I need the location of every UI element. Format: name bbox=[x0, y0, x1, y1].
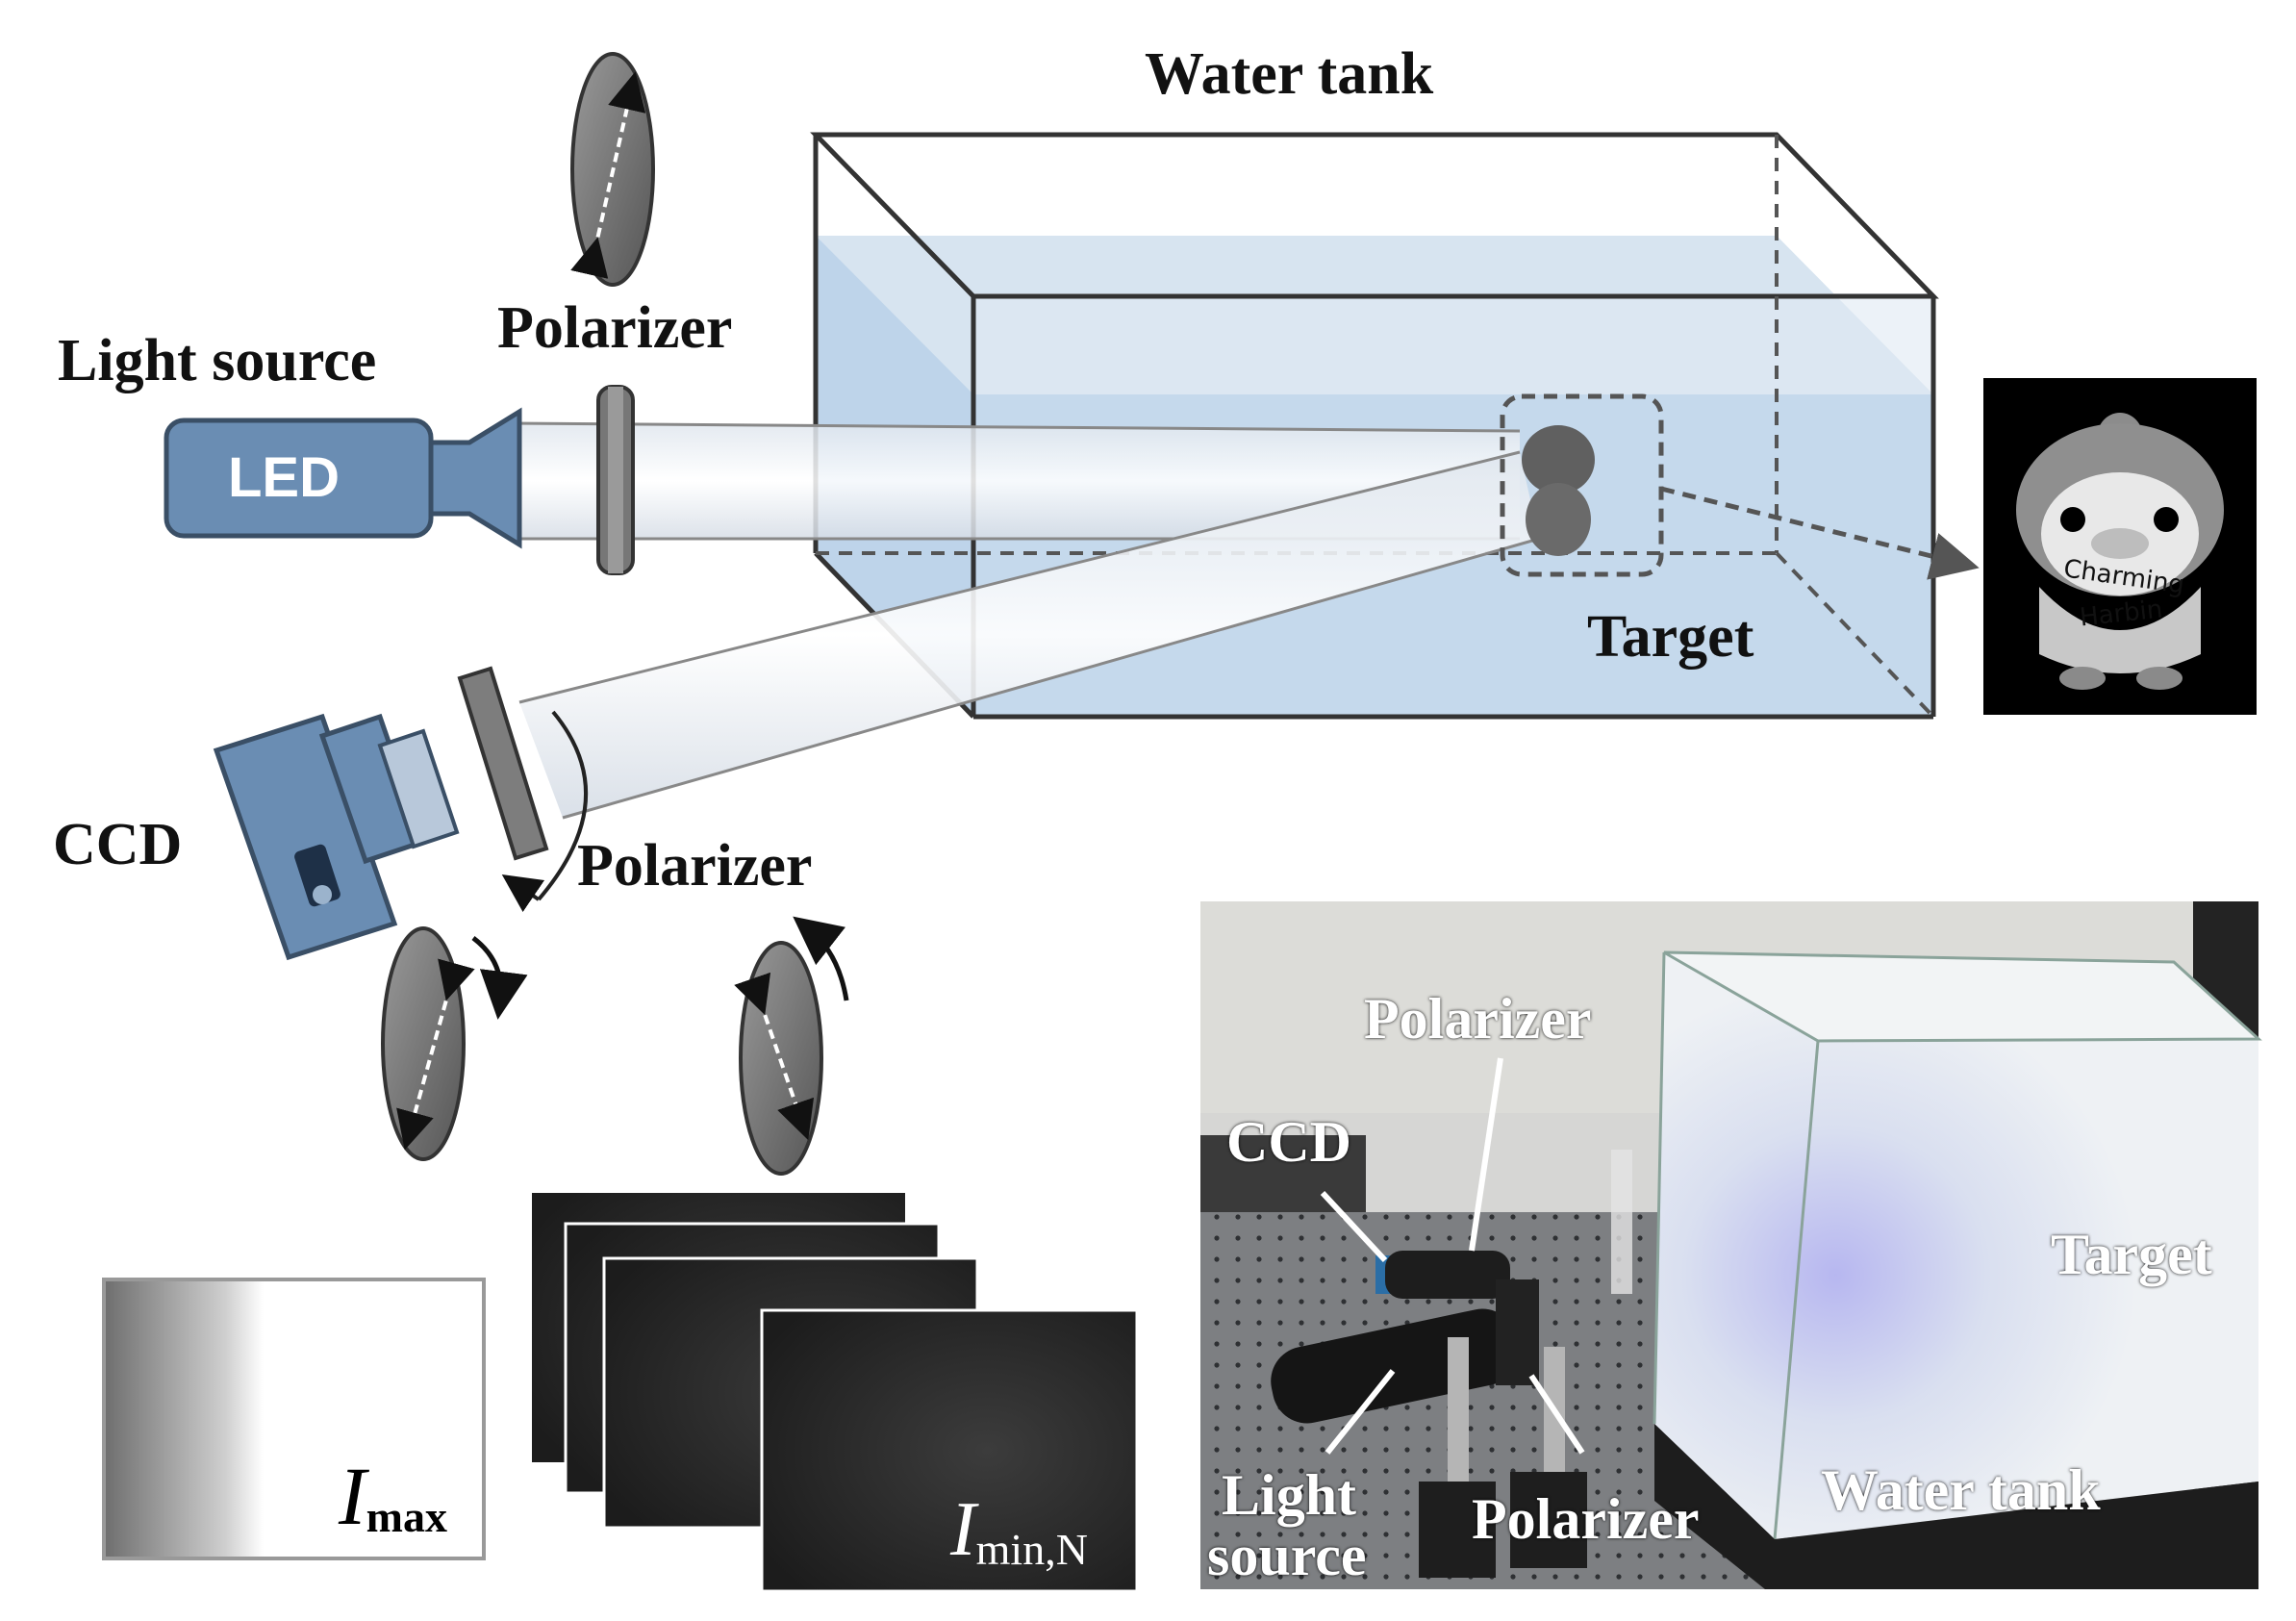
rotation-disc-right bbox=[734, 916, 849, 1176]
photo-ccd-label: CCD bbox=[1226, 1110, 1351, 1174]
polarizer-top-label: Polarizer bbox=[497, 295, 733, 361]
ccd-camera bbox=[213, 713, 460, 961]
i-min-label: Imin,N bbox=[950, 1486, 1088, 1574]
i-min-subscript: min,N bbox=[975, 1525, 1088, 1574]
target-label: Target bbox=[1587, 604, 1754, 670]
detection-beam bbox=[518, 450, 1540, 820]
i-max-symbol: I bbox=[339, 1450, 366, 1542]
target-image-inset bbox=[1983, 378, 2257, 715]
photo-target-label: Target bbox=[2051, 1223, 2212, 1286]
i-min-image-stack bbox=[532, 1193, 1139, 1593]
photo-light-source-label-line2: source bbox=[1207, 1524, 1367, 1587]
water-tank-label: Water tank bbox=[1145, 41, 1434, 107]
polarizer-top-disc bbox=[570, 52, 655, 287]
photo-water-tank-label: Water tank bbox=[1821, 1458, 2101, 1522]
photo-polarizer-top-label: Polarizer bbox=[1364, 987, 1592, 1051]
led-label: LED bbox=[228, 446, 340, 509]
i-max-image bbox=[102, 1278, 486, 1560]
i-min-symbol: I bbox=[950, 1487, 976, 1572]
ccd-label: CCD bbox=[53, 812, 183, 877]
i-max-subscript: max bbox=[366, 1492, 447, 1541]
setup-photo bbox=[1200, 901, 2262, 1589]
polarizer-detection bbox=[457, 666, 589, 913]
polarizer-illumination bbox=[596, 385, 635, 575]
photo-light-source-label-line1: Light bbox=[1222, 1463, 1357, 1527]
rotation-disc-left bbox=[381, 926, 528, 1161]
target-zoom-arrow bbox=[1660, 486, 1980, 580]
led-light-source bbox=[164, 407, 522, 549]
light-source-label: Light source bbox=[58, 328, 377, 393]
target-in-tank bbox=[1500, 393, 1664, 577]
photo-polarizer-bottom-label: Polarizer bbox=[1472, 1487, 1700, 1551]
i-max-label: Imax bbox=[339, 1448, 447, 1544]
polarizer-bottom-label: Polarizer bbox=[577, 833, 813, 899]
